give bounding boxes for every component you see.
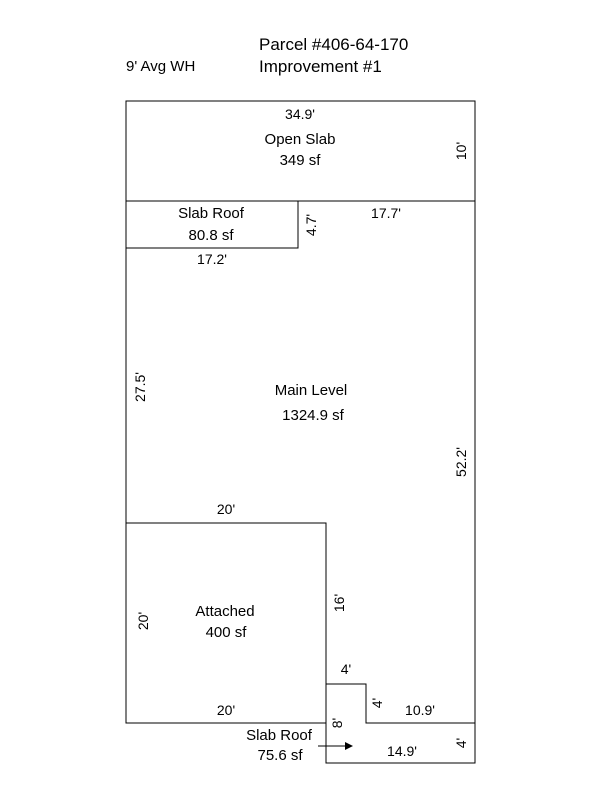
- dim-notch-left: 16': [331, 594, 347, 612]
- attached-area: 400 sf: [206, 624, 248, 641]
- dim-notch-right: 4': [369, 698, 385, 708]
- wall-height-note: 9' Avg WH: [126, 58, 196, 75]
- open-slab-area: 349 sf: [280, 152, 322, 169]
- slab-roof-bottom-label: Slab Roof: [246, 727, 313, 744]
- slab-roof-top-area: 80.8 sf: [188, 227, 234, 244]
- dim-notch-top: 4': [341, 661, 351, 677]
- building-outline: [125, 100, 476, 724]
- dim-main-left: 27.5': [132, 372, 148, 402]
- dim-open-slab-width: 34.9': [285, 106, 315, 122]
- attached-label: Attached: [195, 603, 254, 620]
- dim-attached-bottom: 20': [217, 702, 235, 718]
- dim-slab-roof-bottom-right: 4': [453, 738, 469, 748]
- dim-slab-roof-top-depth: 4.7': [303, 214, 319, 236]
- main-level-label: Main Level: [275, 382, 348, 399]
- slab-roof-top-outline: [126, 201, 299, 249]
- parcel-number: Parcel #406-64-170: [259, 35, 409, 54]
- slab-roof-bottom-area: 75.6 sf: [257, 747, 303, 764]
- dim-slab-roof-bottom-width: 14.9': [387, 743, 417, 759]
- improvement-number: Improvement #1: [259, 57, 382, 76]
- slab-roof-bottom-outline: [325, 723, 476, 764]
- slab-roof-top-label: Slab Roof: [178, 205, 245, 222]
- open-slab-label: Open Slab: [265, 131, 336, 148]
- dim-attached-left: 20': [135, 612, 151, 630]
- dim-slab-roof-bottom-depth: 8': [329, 718, 345, 728]
- attached-outline: [126, 522, 327, 684]
- dim-lower-right: 10.9': [405, 702, 435, 718]
- dim-slab-roof-top-width: 17.2': [197, 251, 227, 267]
- dim-attached-top: 20': [217, 501, 235, 517]
- dim-open-slab-depth: 10': [453, 142, 469, 160]
- main-level-area: 1324.9 sf: [282, 407, 345, 424]
- dim-main-upper-right: 17.7': [371, 205, 401, 221]
- dim-main-right: 52.2': [453, 447, 469, 477]
